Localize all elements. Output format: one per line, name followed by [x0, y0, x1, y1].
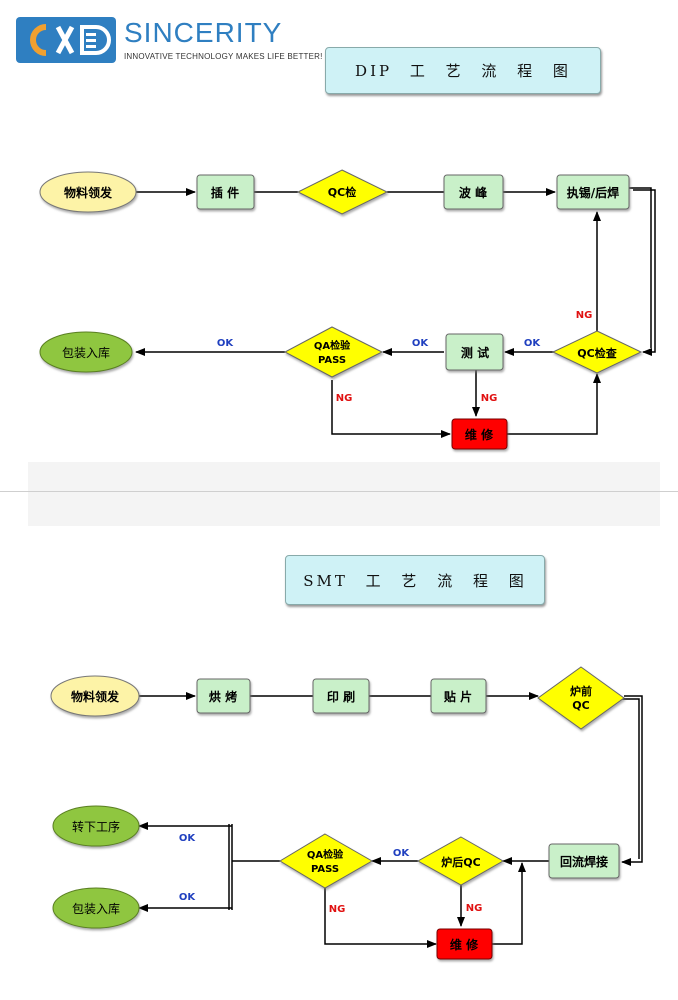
smt-postqc-label: 炉后QC: [441, 855, 480, 869]
dip-ok-pack: OK: [217, 338, 235, 349]
brand-name: SINCERITY: [124, 17, 283, 48]
smt-next-label: 转下工序: [72, 819, 120, 834]
dip-node-material: 物料领发: [39, 171, 137, 213]
smt-node-reflow: 回流焊接: [548, 843, 620, 879]
dip-node-qa: QA检验 PASS: [283, 326, 384, 378]
dip-test-label: 测 试: [461, 345, 489, 360]
dip-ng-test: NG: [481, 393, 498, 404]
smt-print-label: 印 刷: [327, 690, 355, 704]
dip-qa-label-1: QA检验: [314, 339, 351, 352]
smt-node-print: 印 刷: [312, 678, 370, 714]
dip-ng-solder: NG: [576, 310, 593, 321]
smt-ng-qa: NG: [329, 904, 346, 915]
dip-pack-label: 包装入库: [62, 345, 110, 360]
dip-solder-label: 执锡/后焊: [567, 185, 619, 200]
dip-connectors: [135, 187, 656, 438]
smt-node-repair: 维 修: [436, 928, 493, 960]
smt-node-bake: 烘 烤: [196, 678, 251, 714]
smt-node-preqc: 炉前 QC: [537, 666, 625, 730]
smt-ok-next: OK: [179, 833, 197, 844]
dip-wave-label: 波 峰: [459, 185, 488, 200]
page-divider: [0, 491, 678, 492]
company-logo-icon: [16, 17, 116, 63]
smt-node-postqc: 炉后QC: [416, 836, 505, 886]
dip-ng-qa: NG: [336, 393, 353, 404]
smt-bake-label: 烘 烤: [209, 689, 237, 704]
dip-node-repair: 维 修: [451, 418, 508, 450]
smt-connectors: [138, 692, 643, 948]
dip-edge-qa-repair: [331, 380, 451, 438]
dip-repair-label: 维 修: [465, 427, 494, 442]
dip-node-insert: 插 件: [196, 174, 255, 210]
dip-ok-qa: OK: [412, 338, 430, 349]
smt-node-pack: 包装入库: [52, 887, 140, 929]
smt-preqc-label-2: QC: [572, 699, 589, 712]
smt-repair-label: 维 修: [450, 937, 479, 952]
smt-edge-preqc-reflow-inner: [621, 698, 640, 859]
dip-insert-label: 插 件: [211, 185, 239, 200]
dip-node-qc2: QC检查: [551, 330, 643, 374]
smt-qa-label-2: PASS: [311, 864, 339, 875]
dip-node-solder: 执锡/后焊: [556, 174, 630, 210]
smt-ng-post: NG: [466, 903, 483, 914]
dip-title: DIP 工 艺 流 程 图: [325, 47, 601, 94]
page-band-top: [28, 462, 660, 491]
dip-node-test: 测 试: [445, 333, 504, 371]
dip-edge-solder-qc2-outer: [633, 189, 656, 356]
smt-ok-qa: OK: [393, 848, 411, 859]
smt-title: SMT 工 艺 流 程 图: [285, 555, 545, 605]
page-band-bottom: [28, 492, 660, 526]
dip-edge-solder-qc2-inner: [629, 187, 652, 348]
dip-qc1-label: QC检: [328, 185, 356, 199]
smt-qa-label-1: QA检验: [307, 848, 344, 861]
dip-material-label: 物料领发: [64, 185, 113, 200]
smt-edge-labels: OK OK OK NG NG: [179, 833, 482, 915]
dip-qa-label-2: PASS: [318, 355, 346, 366]
brand-tagline: INNOVATIVE TECHNOLOGY MAKES LIFE BETTER!: [124, 52, 323, 61]
smt-node-mount: 贴 片: [430, 678, 487, 714]
smt-edge-repair-reflow: [492, 862, 526, 945]
smt-ok-pack: OK: [179, 892, 197, 903]
smt-preqc-label-1: 炉前: [570, 684, 592, 698]
smt-edge-preqc-reflow-outer: [621, 695, 643, 866]
dip-edge-repair-qc2: [507, 373, 601, 435]
smt-mount-label: 贴 片: [444, 689, 472, 704]
dip-edge-labels: OK OK OK NG NG NG: [217, 310, 592, 404]
dip-qc2-label: QC检查: [577, 346, 616, 360]
smt-node-material: 物料领发: [50, 675, 140, 717]
smt-node-qa: QA检验 PASS: [279, 833, 374, 889]
dip-ok-test: OK: [524, 338, 542, 349]
smt-node-next: 转下工序: [52, 805, 140, 847]
smt-material-label: 物料领发: [71, 689, 120, 704]
smt-pack-label: 包装入库: [72, 901, 120, 916]
dip-node-pack: 包装入库: [39, 331, 133, 373]
smt-reflow-label: 回流焊接: [560, 854, 608, 869]
smt-edge-qa-repair: [324, 888, 437, 948]
dip-node-qc1: QC检: [296, 169, 389, 215]
dip-node-wave: 波 峰: [443, 174, 504, 210]
